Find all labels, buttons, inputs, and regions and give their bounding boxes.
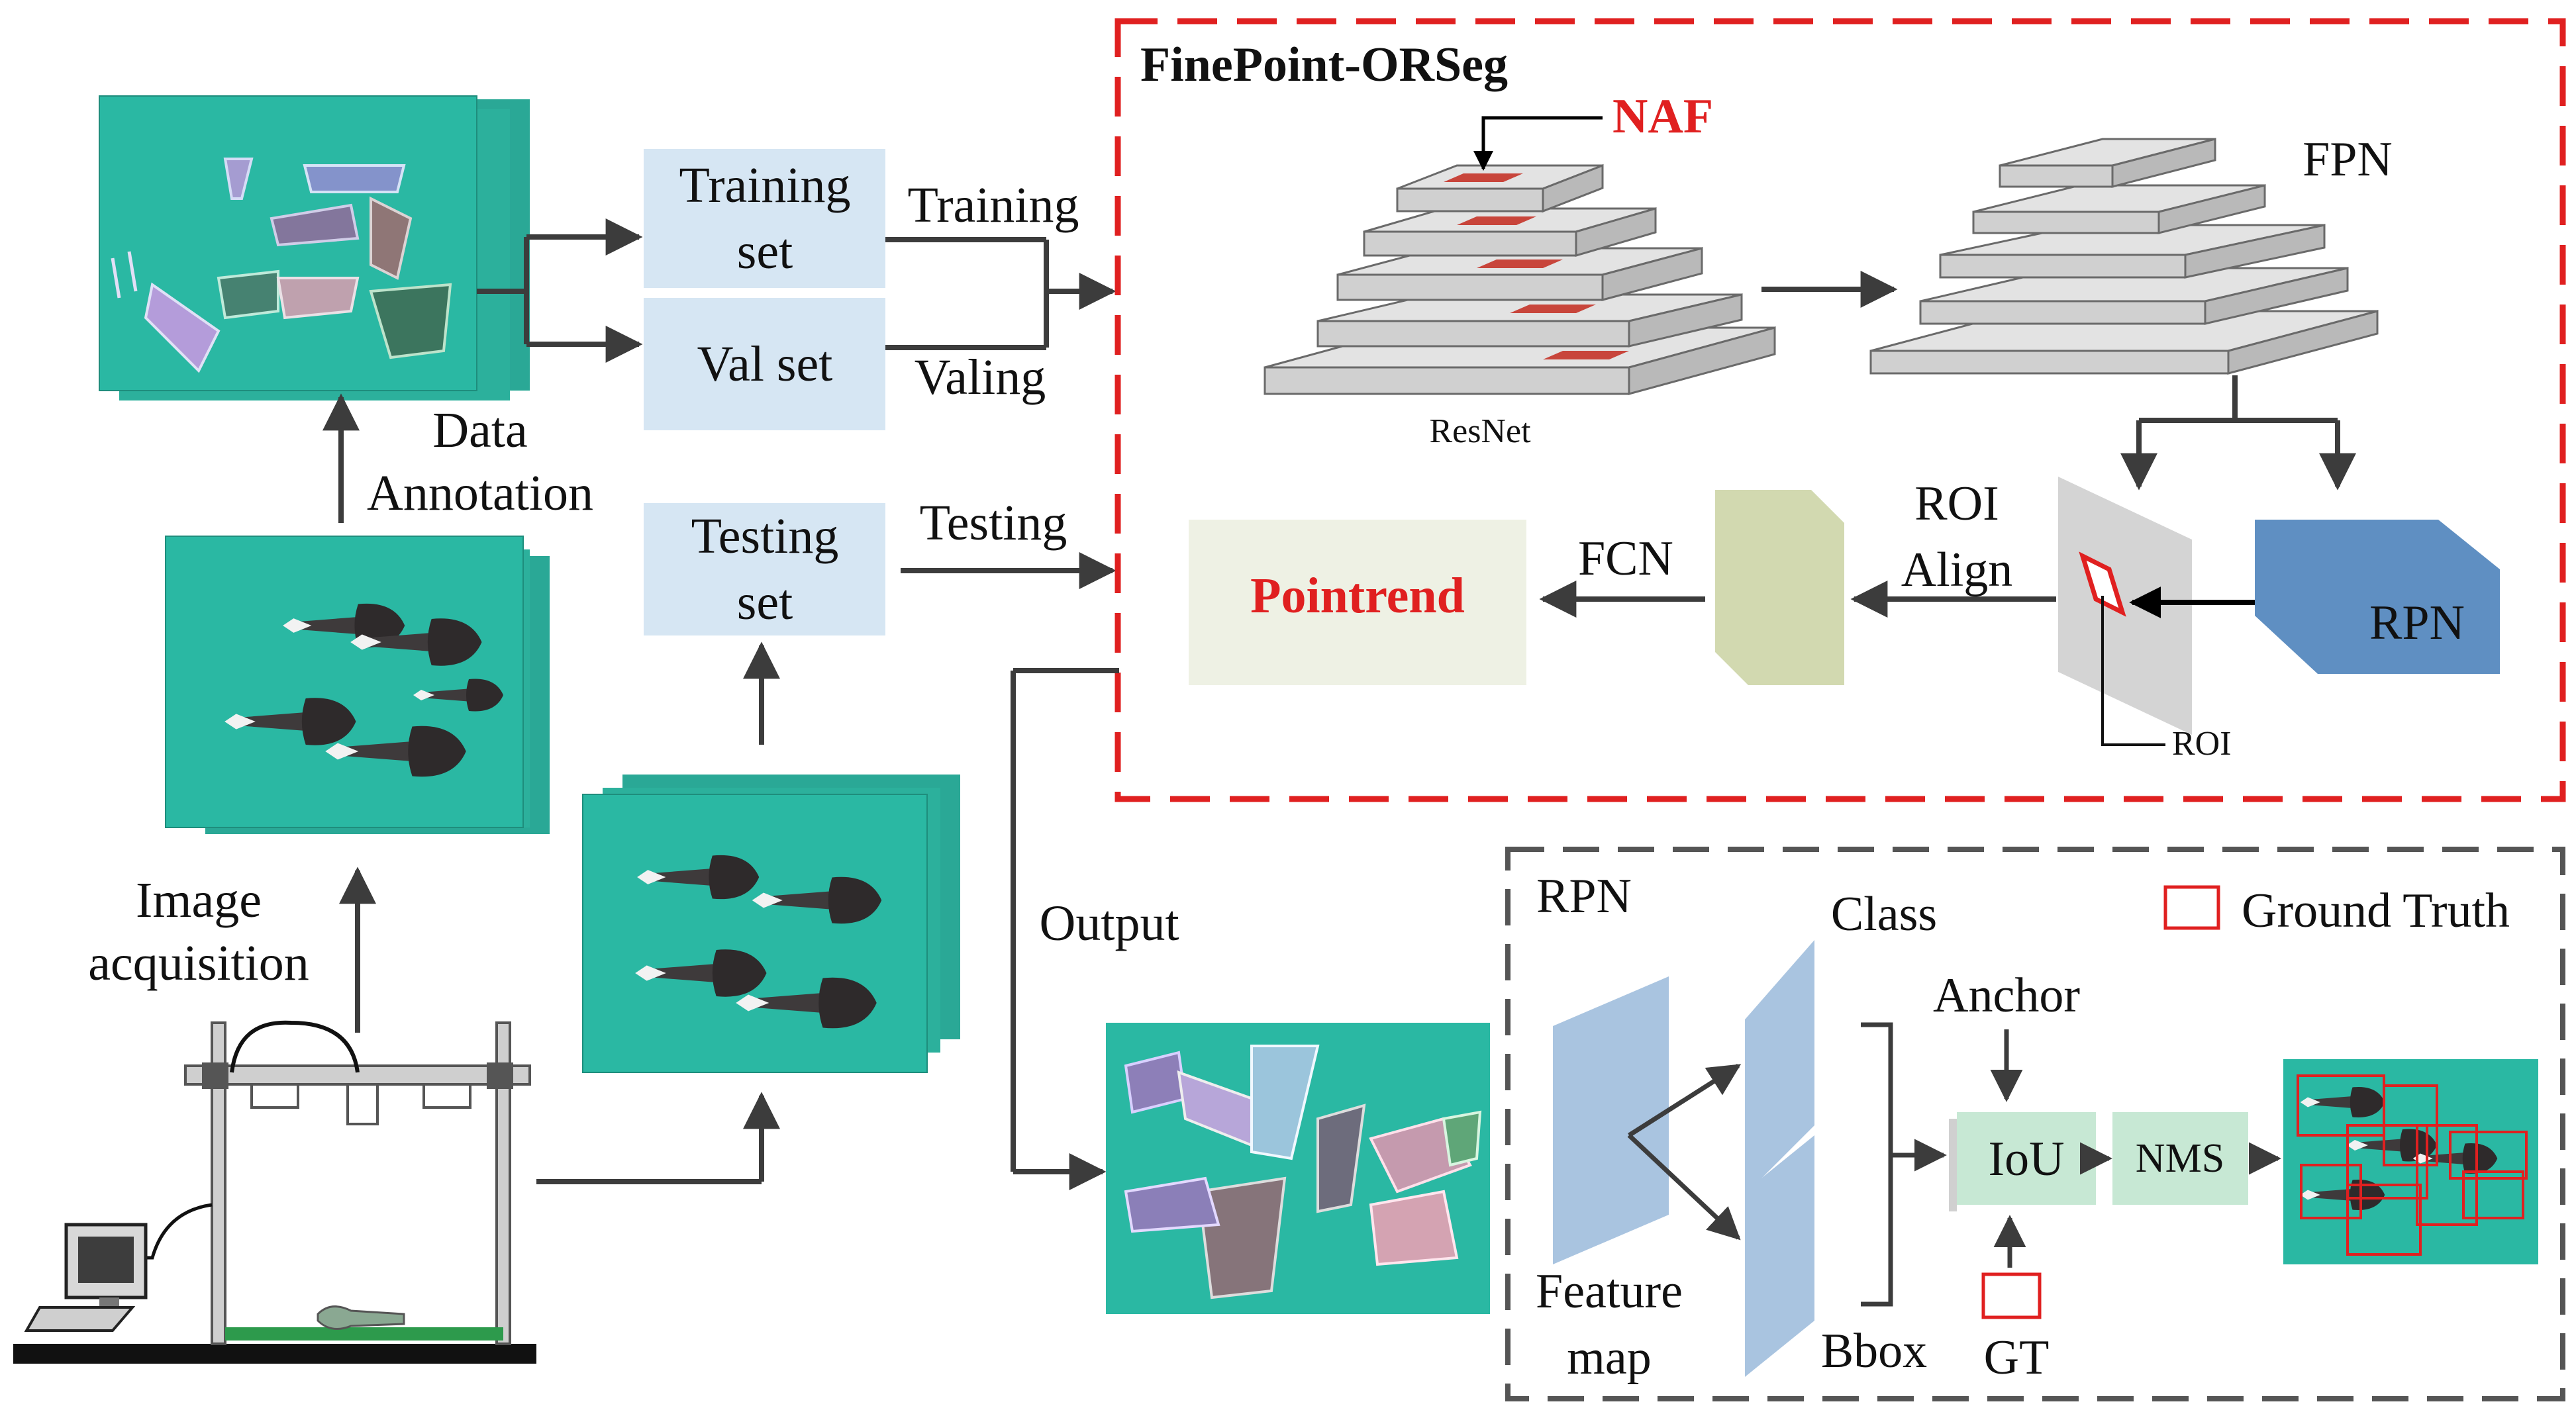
ground-truth-legend-swatch (2163, 885, 2220, 930)
output-label: Output (1039, 896, 1179, 951)
training-set-label-1: Training (679, 158, 850, 213)
data-annotation-label-1: Data (432, 402, 527, 458)
rpn-detail-panel (1505, 847, 2565, 1401)
raw-image-stack (165, 536, 550, 834)
testing-set-box: Testing set (644, 503, 885, 635)
feature-branch-arrows (1627, 1064, 1742, 1241)
rpn-block: RPN (2255, 520, 2500, 674)
output-arrow (1011, 668, 1119, 1190)
training-set-box: Training set (644, 149, 885, 288)
computer-icon (24, 1223, 148, 1332)
naf-label: NAF (1612, 89, 1713, 144)
training-set-label-2: set (737, 224, 793, 279)
roi-align-label-2: Align (1901, 543, 2013, 597)
ground-truth-legend-label: Ground Truth (2242, 884, 2510, 938)
fcn-label: FCN (1578, 532, 1673, 586)
bbox-plane (1745, 1135, 1814, 1377)
rpn-label: RPN (2369, 596, 2465, 650)
nms-label: NMS (2136, 1136, 2224, 1181)
feature-map-label-1: Feature (1536, 1264, 1683, 1319)
rpn-detail-title: RPN (1536, 869, 1632, 923)
pointrend-box: Pointrend (1189, 520, 1526, 685)
pointrend-label: Pointrend (1250, 568, 1465, 624)
annotated-mushroom (111, 158, 452, 373)
testing-set-label-1: Testing (691, 508, 839, 564)
val-set-label: Val set (697, 336, 833, 392)
gt-label: GT (1984, 1331, 2050, 1385)
roi-plane: ROI (2058, 477, 2232, 763)
class-label: Class (1831, 887, 1937, 941)
fcn-shape (1715, 490, 1844, 685)
test-image-stack (582, 775, 960, 1073)
annotated-image-stack (99, 95, 530, 400)
split-arrows (477, 218, 643, 363)
resnet-layers (1263, 164, 1776, 395)
data-annotation-label-2: Annotation (367, 465, 593, 521)
training-arrow-label: Training (907, 177, 1079, 233)
rig-to-test-arrow (536, 1092, 780, 1184)
camera-rig-icon (13, 1020, 536, 1364)
anchor-label: Anchor (1933, 968, 2080, 1023)
gt-swatch (1981, 1272, 2042, 1319)
naf-marks (1444, 173, 1629, 359)
train-val-merge-arrow (885, 237, 1116, 350)
bbox-label: Bbox (1821, 1324, 1927, 1378)
naf-pointer (1473, 116, 1603, 171)
iou-label: IoU (1988, 1132, 2064, 1186)
fpn-split-arrows (2120, 375, 2356, 491)
class-bbox-bracket (1861, 1022, 1947, 1307)
image-acquisition-label-2: acquisition (88, 935, 309, 991)
roi-label: ROI (2172, 725, 2232, 763)
fpn-label: FPN (2303, 132, 2393, 187)
output-image (1106, 1023, 1490, 1314)
fpn-layers (1869, 138, 2379, 375)
val-set-box: Val set (644, 298, 885, 430)
fineprint-orseg-panel: FinePoint-ORSeg (1115, 18, 2566, 802)
valing-arrow-label: Valing (915, 350, 1046, 405)
image-acquisition-label-1: Image (136, 872, 262, 928)
panel-title: FinePoint-ORSeg (1140, 38, 1508, 92)
feature-map-shape (1553, 976, 1669, 1264)
feature-map-label-2: map (1567, 1331, 1651, 1385)
iou-box: IoU (1949, 1112, 2096, 1211)
testing-set-label-2: set (737, 575, 793, 630)
nms-box: NMS (2112, 1112, 2248, 1205)
testing-arrow-label: Testing (920, 495, 1067, 551)
detection-result-image (2283, 1059, 2538, 1264)
roi-align-label-1: ROI (1914, 477, 1999, 531)
class-plane (1745, 940, 1814, 1195)
resnet-label: ResNet (1429, 412, 1531, 450)
